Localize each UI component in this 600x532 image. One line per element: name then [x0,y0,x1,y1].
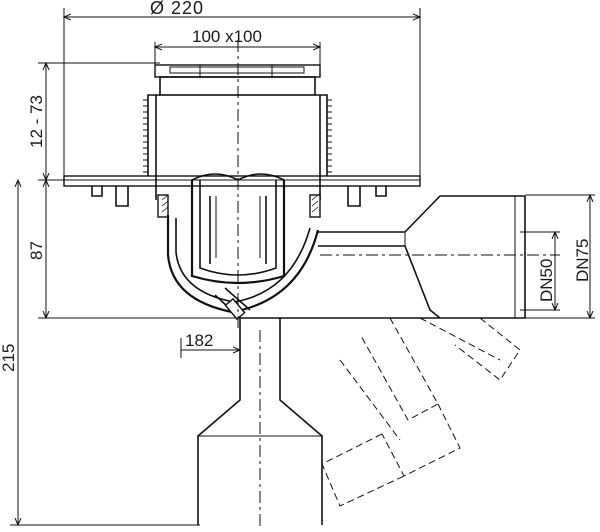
extension-ribs [143,99,332,173]
dim-outlet-dn50: DN50 [537,259,556,302]
dim-offset: 182 [185,331,213,350]
alternative-outlet-hidden [321,317,521,507]
dim-height-adjust: 12 - 73 [27,95,46,148]
dim-top-diameter: Ø 220 [150,0,204,18]
vertical-outlet [197,318,323,530]
dim-height-body: 87 [27,241,46,260]
side-outlet [240,195,560,319]
dim-height-total: 215 [0,344,18,372]
drain-body [63,40,421,330]
dim-grate-size: 100 x100 [192,27,262,46]
dim-outlet-dn75: DN75 [573,239,592,282]
